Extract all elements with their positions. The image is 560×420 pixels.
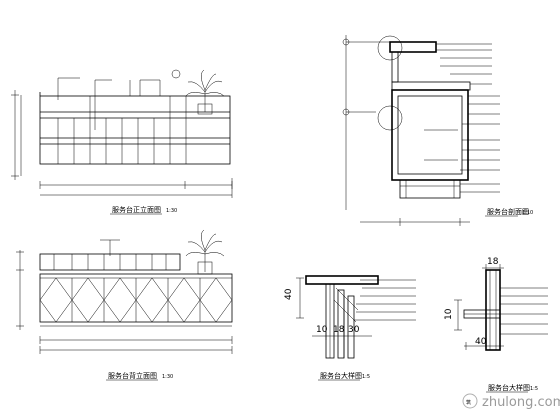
- section-drawing: [342, 35, 500, 226]
- detail-c-caption: 服务台大样图: [488, 383, 530, 392]
- front-elevation-caption: 服务台正立面图: [112, 205, 161, 214]
- detail-c-top-dim: 18: [487, 257, 499, 267]
- detail-b-bottom-dim-2: 18: [333, 325, 345, 335]
- detail-b-side-dim: 40: [284, 288, 294, 300]
- plant-icon: [185, 69, 225, 115]
- watermark-logo: 筑: [466, 399, 471, 406]
- watermark-text: zhulong.com: [482, 395, 560, 410]
- front-elevation-scale: 1:30: [166, 208, 177, 214]
- plant-icon-back: [185, 229, 225, 275]
- detail-b-bottom-dim-1: 10: [316, 325, 328, 335]
- back-elevation-caption: 服务台背立面图: [108, 371, 157, 380]
- section-caption: 服务台剖面图: [487, 207, 529, 216]
- back-elevation-drawing: [16, 229, 233, 354]
- detail-c-side-dim: 10: [444, 308, 454, 320]
- front-elevation-drawing: [11, 69, 233, 198]
- back-elevation-scale: 1:30: [162, 374, 173, 380]
- detail-c-drawing: [454, 264, 548, 351]
- detail-b-bottom-dim-3: 30: [348, 325, 360, 335]
- detail-c-scale: 1:5: [530, 386, 538, 392]
- detail-b-caption: 服务台大样图: [320, 371, 362, 380]
- watermark-logo-icon: [462, 393, 478, 409]
- detail-c-bottom-dim: 40: [475, 337, 487, 347]
- watermark: 筑 zhulong.com: [462, 393, 560, 410]
- section-scale: 1:10: [522, 210, 533, 216]
- detail-b-drawing: [296, 275, 416, 359]
- detail-b-scale: 1:5: [362, 374, 370, 380]
